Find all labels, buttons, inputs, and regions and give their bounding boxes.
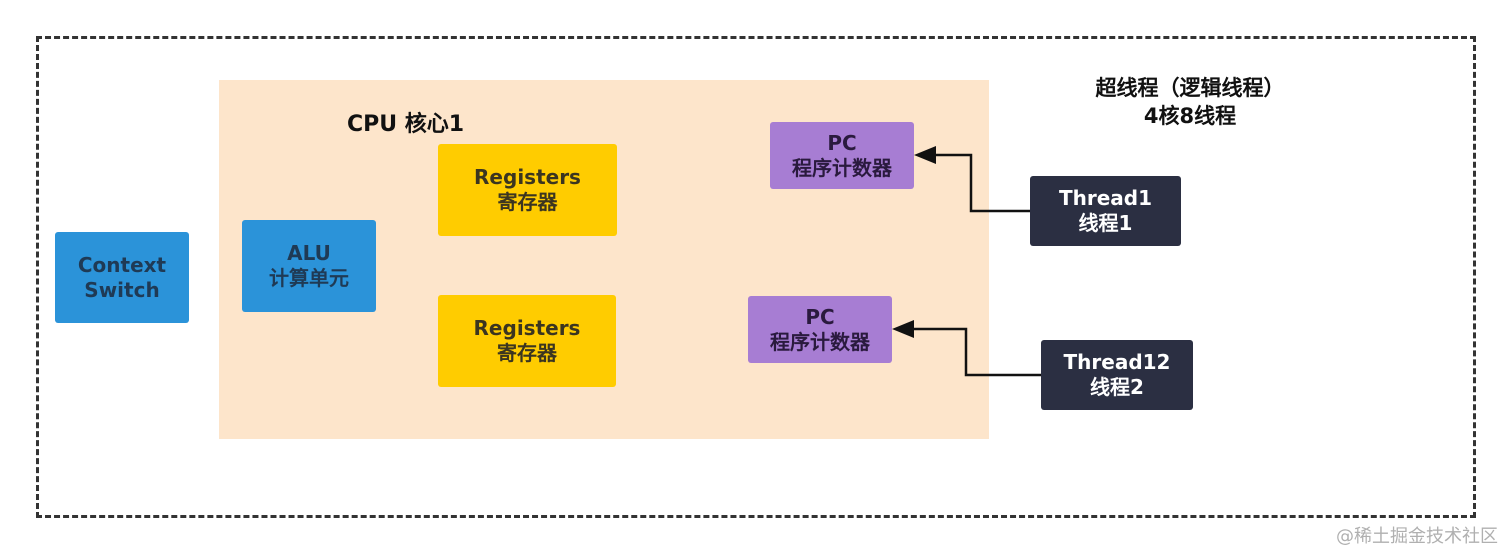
thread1-to-pc1-arrowhead bbox=[914, 146, 936, 164]
registers-box-2: Registers 寄存器 bbox=[438, 295, 616, 387]
context-switch-line2: Switch bbox=[84, 277, 160, 302]
cpu-core-title: CPU 核心1 bbox=[347, 112, 465, 137]
alu-line1: ALU bbox=[287, 241, 331, 265]
thread2-to-pc2-connector bbox=[913, 327, 1041, 377]
thread-1-line1: Thread1 bbox=[1058, 186, 1153, 210]
thread1-to-pc1-connector bbox=[935, 153, 1030, 213]
thread2-to-pc2-arrowhead bbox=[892, 320, 914, 338]
hyperthreading-label: 超线程（逻辑线程） 4核8线程 bbox=[1060, 74, 1320, 130]
thread-box-2: Thread12 线程2 bbox=[1041, 340, 1193, 410]
pc-2-line1: PC bbox=[805, 304, 835, 329]
program-counter-box-1: PC 程序计数器 bbox=[770, 122, 914, 189]
registers-1-line2: 寄存器 bbox=[497, 190, 558, 214]
registers-2-line1: Registers bbox=[473, 316, 581, 340]
program-counter-box-2: PC 程序计数器 bbox=[748, 296, 892, 363]
thread-2-line2: 线程2 bbox=[1090, 375, 1144, 399]
context-switch-line1: Context bbox=[77, 252, 167, 277]
alu-line2: 计算单元 bbox=[269, 266, 349, 290]
hyperthreading-title: 超线程（逻辑线程） bbox=[1095, 76, 1285, 100]
pc-1-line1: PC bbox=[827, 130, 857, 155]
registers-2-line2: 寄存器 bbox=[497, 341, 557, 365]
hyperthreading-boundary bbox=[36, 36, 1476, 518]
registers-1-line1: Registers bbox=[474, 165, 581, 189]
registers-box-1: Registers 寄存器 bbox=[438, 144, 617, 236]
thread-box-1: Thread1 线程1 bbox=[1030, 176, 1181, 246]
thread-2-line1: Thread12 bbox=[1063, 350, 1171, 374]
thread-1-line2: 线程1 bbox=[1078, 211, 1133, 235]
pc-1-line2: 程序计数器 bbox=[792, 155, 892, 180]
alu-box: ALU 计算单元 bbox=[242, 220, 376, 312]
watermark-text: @稀土掘金技术社区 bbox=[1336, 526, 1498, 547]
hyperthreading-subtitle: 4核8线程 bbox=[1143, 104, 1237, 128]
context-switch-box: Context Switch bbox=[55, 232, 189, 323]
pc-2-line2: 程序计数器 bbox=[770, 329, 870, 354]
